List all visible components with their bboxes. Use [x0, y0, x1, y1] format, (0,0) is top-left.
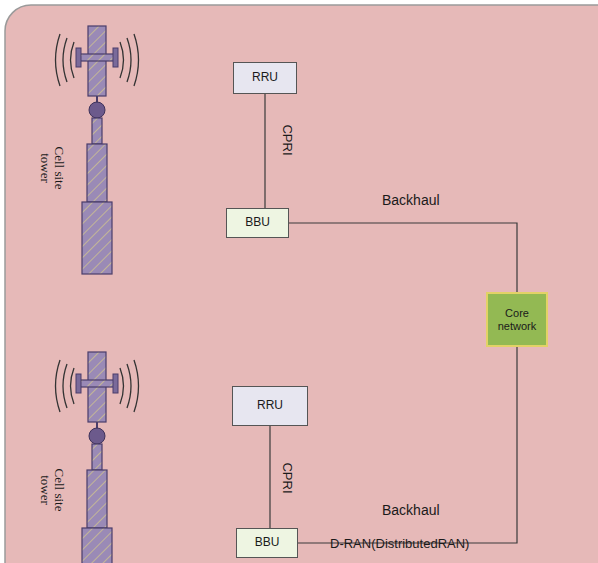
rru-box: RRU — [232, 386, 308, 426]
connector-line — [269, 426, 270, 528]
tower-label: Cell site tower — [38, 455, 67, 525]
connector-label: Backhaul — [382, 192, 440, 208]
connector-label: Backhaul — [382, 502, 440, 518]
bbu-box: BBU — [226, 208, 289, 238]
node-text: RRU — [252, 71, 278, 85]
bbu-box: BBU — [236, 528, 298, 558]
connector-line — [289, 223, 517, 292]
cell-tower — [56, 352, 139, 563]
connector-line — [264, 94, 265, 208]
node-text: BBU — [245, 216, 270, 230]
node-text: RRU — [257, 399, 283, 413]
core-network-box: Core network — [486, 292, 548, 347]
node-text: BBU — [255, 536, 280, 550]
background-panel — [5, 5, 598, 563]
cell-tower — [56, 26, 139, 274]
connector-line — [298, 347, 517, 543]
connector-label: CPRI — [280, 124, 295, 155]
node-text: Core network — [491, 307, 543, 332]
diagram-caption: D-RAN(DistributedRAN) — [330, 536, 469, 551]
connector-label: CPRI — [280, 462, 295, 493]
rru-box: RRU — [233, 62, 297, 94]
tower-label: Cell site tower — [38, 133, 67, 203]
